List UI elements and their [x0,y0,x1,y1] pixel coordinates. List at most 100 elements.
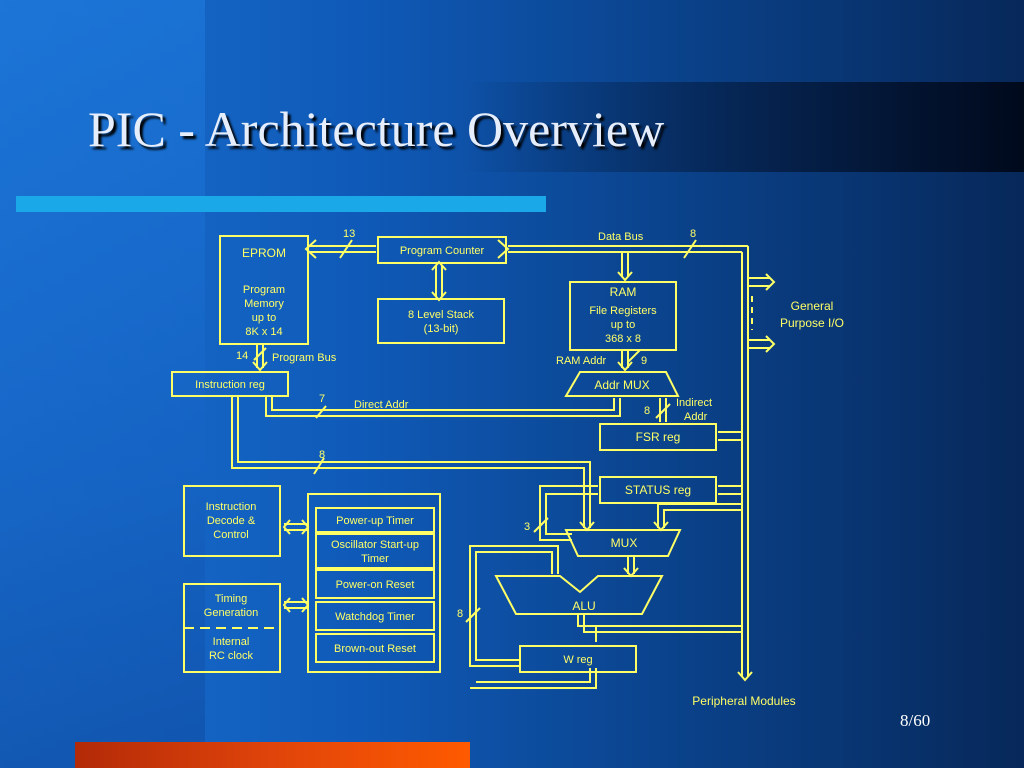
pc-bus [310,245,376,253]
gpio-line-1 [748,277,770,287]
indirect-addr-label-2: Addr [684,411,708,423]
osc-box [315,533,435,569]
gpio-label-1: General [791,299,834,313]
eprom-box [219,235,309,345]
status-mux-width: 3 [524,521,530,533]
ram-title: RAM [610,285,637,299]
direct-addr-width: 7 [319,393,325,405]
direct-addr-label: Direct Addr [354,399,409,411]
arrow-to-ram [617,271,633,282]
eprom-line1: Program [243,284,285,296]
fsr-label: FSR reg [636,430,681,444]
stack-box [377,298,505,344]
box-labels: EPROM Program Memory up to 8K x 14 Progr… [195,245,691,666]
timers-group-box [307,493,441,673]
page-number: 8/60 [900,711,931,730]
program-counter-label: Program Counter [400,245,485,257]
mux-alu-bus [627,556,635,574]
ram-line3: 368 x 8 [605,333,641,345]
status-mux-bus [539,485,598,541]
arrow-mux-alu [623,567,639,578]
arrow-to-mux [579,521,595,532]
eprom-line3: up to [252,312,276,324]
pc-bus-width: 13 [343,228,355,240]
title-band [0,82,1024,172]
gpio-label-2: Purpose I/O [780,316,844,330]
w-reg-label: W reg [563,654,592,666]
program-counter-box [377,236,507,264]
instr-data-width: 8 [319,449,325,461]
gpio-line-2 [748,339,770,349]
short-links [284,523,308,609]
por-label: Power-on Reset [336,579,415,591]
instruction-reg-label: Instruction reg [195,379,265,391]
arrow-decode-timers [282,519,310,535]
bor-label: Brown-out Reset [334,643,416,655]
arrow-to-peripheral [737,671,753,682]
program-bus-label: Program Bus [272,352,337,364]
wdt-box [315,601,435,631]
main-to-mux [657,503,742,528]
osc-line1: Oscillator Start-up [331,539,419,551]
timing-line2: Generation [204,607,258,619]
eprom-line4: 8K x 14 [245,326,282,338]
indirect-addr-bus [659,398,667,422]
data-bus-width: 8 [690,228,696,240]
ram-addr-label: RAM Addr [556,355,606,367]
mux-label: MUX [611,536,638,550]
peripheral-label: Peripheral Modules [692,694,795,708]
w-feedback [469,545,559,667]
decode-line2: Decode & [207,515,256,527]
arrow-gpio-1 [765,273,776,291]
fsr-box [599,423,717,451]
stack-line1: 8 Level Stack [408,309,475,321]
status-label: STATUS reg [625,483,691,497]
addr-mux-label: Addr MUX [594,378,649,392]
fsr-bus [718,431,742,441]
eprom-line2: Memory [244,298,284,310]
alu-label: ALU [572,599,595,613]
arrow-to-pc [497,239,510,259]
arrow-gpio-2 [765,335,776,353]
pc-stack-link [435,266,443,296]
w-reg-box [519,645,637,673]
bus-lines [231,245,770,689]
arrow-to-eprom [304,239,317,259]
bottom-accent-bar [75,742,470,768]
decode-line1: Instruction [206,501,257,513]
ram-addr-width: 9 [641,355,647,367]
program-bus-width: 14 [236,350,248,362]
arrow-marks [252,239,776,682]
w-feedback-width: 8 [457,608,463,620]
stack-line2: (13-bit) [424,323,459,335]
decode-box [183,485,281,557]
boxes [171,235,717,673]
data-bus-label: Data Bus [598,231,644,243]
ram-addr-bus [621,350,629,368]
eprom-title: EPROM [242,246,286,260]
addr-mux-shape [564,371,680,397]
rc-line2: RC clock [209,650,254,662]
decode-line3: Control [213,529,248,541]
bor-box [315,633,435,663]
ram-line1: File Registers [589,305,657,317]
direct-addr-bus [265,396,621,417]
alu-out-bus [577,614,742,633]
bus-labels: 13 Data Bus 8 14 Program Bus RAM Addr 9 … [236,228,844,708]
timing-line1: Timing [215,593,248,605]
accent-bar [16,196,546,212]
mux-shape [564,529,682,557]
instruction-reg-box [171,371,289,397]
ram-box [569,281,677,351]
powerup-box [315,507,435,533]
rc-line1: Internal [213,636,250,648]
arrow-to-ir [252,361,268,372]
osc-line2: Timer [361,553,389,565]
ram-line2: up to [611,319,635,331]
indirect-addr-width: 8 [644,405,650,417]
status-bus [718,485,742,495]
bus-width-ticks [253,239,697,623]
status-box [599,476,717,504]
data-to-ram [621,252,629,276]
